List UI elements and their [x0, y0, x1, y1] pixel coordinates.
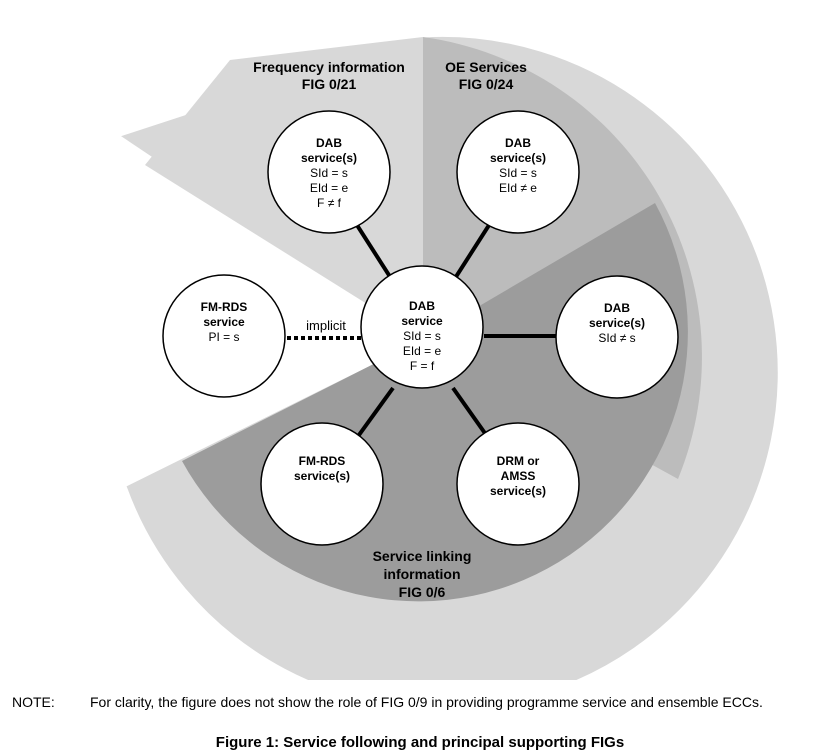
service-following-diagram: Frequency information FIG 0/21 OE Servic… — [118, 35, 779, 680]
node-line: PI = s — [208, 330, 239, 344]
node-line: DRM or — [497, 454, 540, 468]
note-text: For clarity, the figure does not show th… — [90, 694, 763, 710]
oe-sector-title: OE Services — [445, 59, 527, 75]
node-line: SId = s — [403, 329, 441, 343]
node-line: service(s) — [490, 151, 546, 165]
oe-sector-fig: FIG 0/24 — [459, 76, 514, 92]
implicit-link-label: implicit — [306, 318, 346, 333]
node-line: DAB — [409, 299, 435, 313]
right-dab-service-node: DAB service(s) SId ≠ s — [555, 275, 679, 399]
node-line: DAB — [505, 136, 531, 150]
node-line: service(s) — [294, 469, 350, 483]
node-line: F ≠ f — [317, 196, 342, 210]
bottom-right-drm-amss-service-node: DRM or AMSS service(s) — [456, 422, 580, 546]
node-line: service(s) — [490, 484, 546, 498]
node-line: EId = e — [403, 344, 442, 358]
figure-caption: Figure 1: Service following and principa… — [215, 734, 625, 751]
note-label: NOTE: — [12, 694, 55, 710]
node-line: service(s) — [589, 316, 645, 330]
edge-center-top-left — [353, 220, 396, 285]
node-line: FM-RDS — [201, 300, 248, 314]
linking-sector-fig: FIG 0/6 — [399, 584, 446, 600]
node-line: F = f — [410, 359, 435, 373]
node-line: AMSS — [501, 469, 536, 483]
linking-sector-title-line1: Service linking — [373, 548, 472, 564]
node-line: SId = s — [310, 166, 348, 180]
node-line: service — [401, 314, 443, 328]
edge-center-top-right — [450, 220, 493, 285]
center-dab-service-node: DAB service SId = s EId = e F = f — [360, 265, 484, 389]
node-line: DAB — [316, 136, 342, 150]
node-line: EId ≠ e — [499, 181, 537, 195]
node-line: SId = s — [499, 166, 537, 180]
left-fm-rds-service-node: FM-RDS service PI = s — [162, 274, 286, 398]
node-line: service — [203, 315, 245, 329]
node-line: DAB — [604, 301, 630, 315]
node-line: SId ≠ s — [598, 331, 635, 345]
node-line: EId = e — [310, 181, 349, 195]
top-left-dab-service-node: DAB service(s) SId = s EId = e F ≠ f — [267, 110, 391, 234]
bottom-left-fm-rds-service-node: FM-RDS service(s) — [260, 422, 384, 546]
linking-sector-title-line2: information — [384, 566, 461, 582]
frequency-sector-fig: FIG 0/21 — [302, 76, 357, 92]
node-line: FM-RDS — [299, 454, 346, 468]
top-right-dab-service-node: DAB service(s) SId = s EId ≠ e — [456, 110, 580, 234]
frequency-sector-title: Frequency information — [253, 59, 405, 75]
node-line: service(s) — [301, 151, 357, 165]
